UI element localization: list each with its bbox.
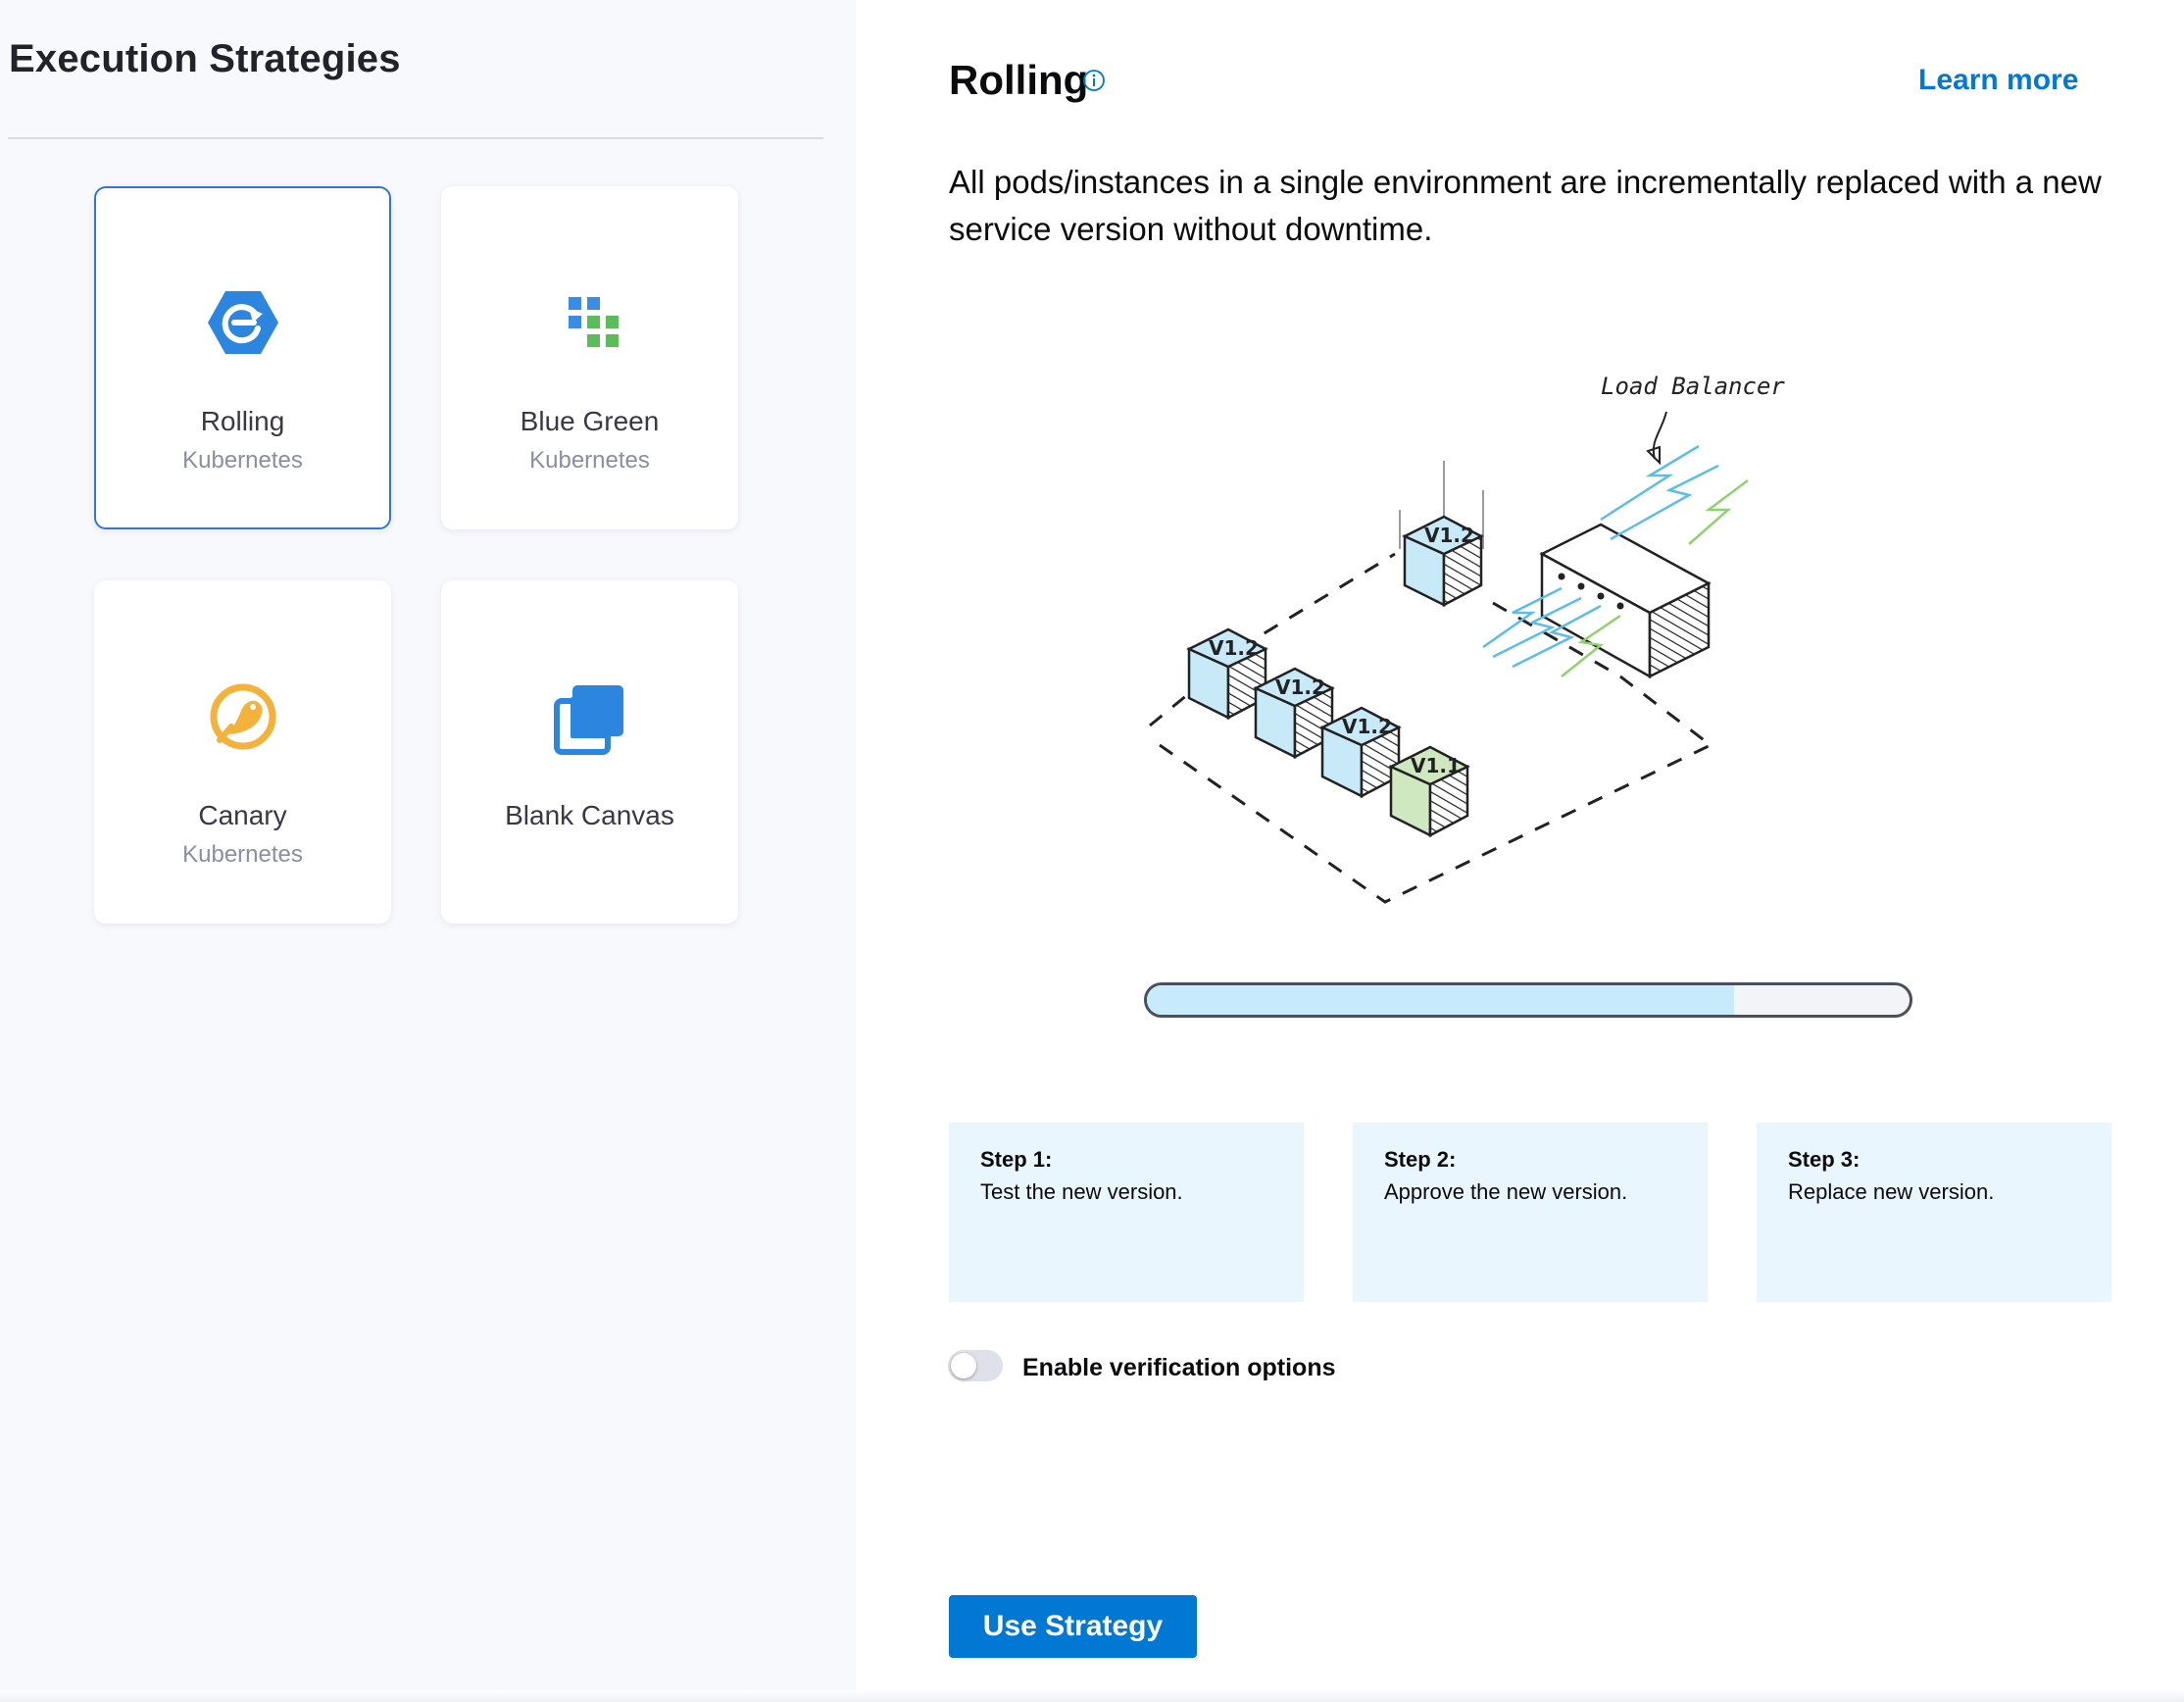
rolling-icon <box>207 291 278 354</box>
sidebar-title: Execution Strategies <box>9 37 401 80</box>
strategy-card-blue-green[interactable]: Blue Green Kubernetes <box>441 186 738 529</box>
pod-box: V1.2 <box>1186 627 1268 721</box>
strategy-description: All pods/instances in a single environme… <box>949 164 2102 247</box>
step-card-1: Step 1: Test the new version. <box>949 1123 1304 1302</box>
card-name: Canary <box>198 800 287 830</box>
rollout-progress-bar <box>1144 982 1912 1018</box>
use-strategy-button[interactable]: Use Strategy <box>949 1595 1197 1658</box>
sidebar-divider <box>8 137 823 139</box>
card-name: Blank Canvas <box>505 800 674 830</box>
step-title: Step 1: <box>980 1147 1053 1172</box>
strategy-card-canary[interactable]: Canary Kubernetes <box>94 580 391 924</box>
card-subtitle: Kubernetes <box>182 447 303 474</box>
step-text: Test the new version. <box>980 1179 1183 1204</box>
pod-version-label: V1.2 <box>1342 715 1392 738</box>
step-title: Step 2: <box>1384 1147 1457 1172</box>
pod-box: V1.1 <box>1388 745 1470 838</box>
canary-icon <box>210 683 275 750</box>
strategy-sidebar: Execution Strategies Rolling Kubernetes … <box>0 0 856 1702</box>
blank-canvas-icon <box>553 685 623 755</box>
strategy-detail-panel: Rolling Learn more All pods/instances in… <box>856 0 2184 1702</box>
strategy-card-blank-canvas[interactable]: Blank Canvas <box>441 580 738 924</box>
incoming-traffic <box>1482 444 1719 669</box>
verification-label: Enable verification options <box>1022 1354 1336 1381</box>
step-text: Replace new version. <box>1788 1179 1995 1204</box>
info-icon[interactable] <box>1082 69 1106 92</box>
pod-version-label: V1.1 <box>1411 754 1461 777</box>
strategy-card-rolling[interactable]: Rolling Kubernetes <box>94 186 391 529</box>
bottom-edge <box>0 1690 2184 1702</box>
toggle-knob <box>951 1353 976 1378</box>
step-title: Step 3: <box>1788 1147 1861 1172</box>
card-subtitle: Kubernetes <box>182 841 303 868</box>
pod-version-label: V1.2 <box>1209 636 1259 660</box>
step-text: Approve the new version. <box>1384 1179 1628 1204</box>
rolling-deployment-illustration: V1.2V1.2V1.2V1.2V1.1 Load Balancer <box>1149 373 1785 904</box>
blue-green-icon <box>568 297 619 347</box>
card-name: Rolling <box>200 406 285 436</box>
pod-group: V1.2V1.2V1.2V1.2V1.1 <box>1186 515 1484 838</box>
pod-box: V1.2 <box>1319 706 1402 799</box>
load-balancer <box>1539 523 1712 679</box>
pod-version-label: V1.2 <box>1424 524 1474 547</box>
pod-box: V1.2 <box>1402 515 1484 608</box>
card-subtitle: Kubernetes <box>529 447 650 474</box>
step-card-2: Step 2: Approve the new version. <box>1353 1123 1708 1302</box>
deployment-zone-outline <box>1149 552 1712 904</box>
strategy-title: Rolling <box>949 57 1089 103</box>
learn-more-link[interactable]: Learn more <box>1918 64 2079 96</box>
progress-fill <box>1147 985 1735 1015</box>
load-balancer-label: Load Balancer <box>1601 373 1785 400</box>
verification-toggle[interactable] <box>948 1350 1003 1381</box>
pod-box: V1.2 <box>1253 667 1335 760</box>
card-name: Blue Green <box>520 406 660 436</box>
pod-version-label: V1.2 <box>1275 676 1325 699</box>
step-card-3: Step 3: Replace new version. <box>1757 1123 2111 1302</box>
